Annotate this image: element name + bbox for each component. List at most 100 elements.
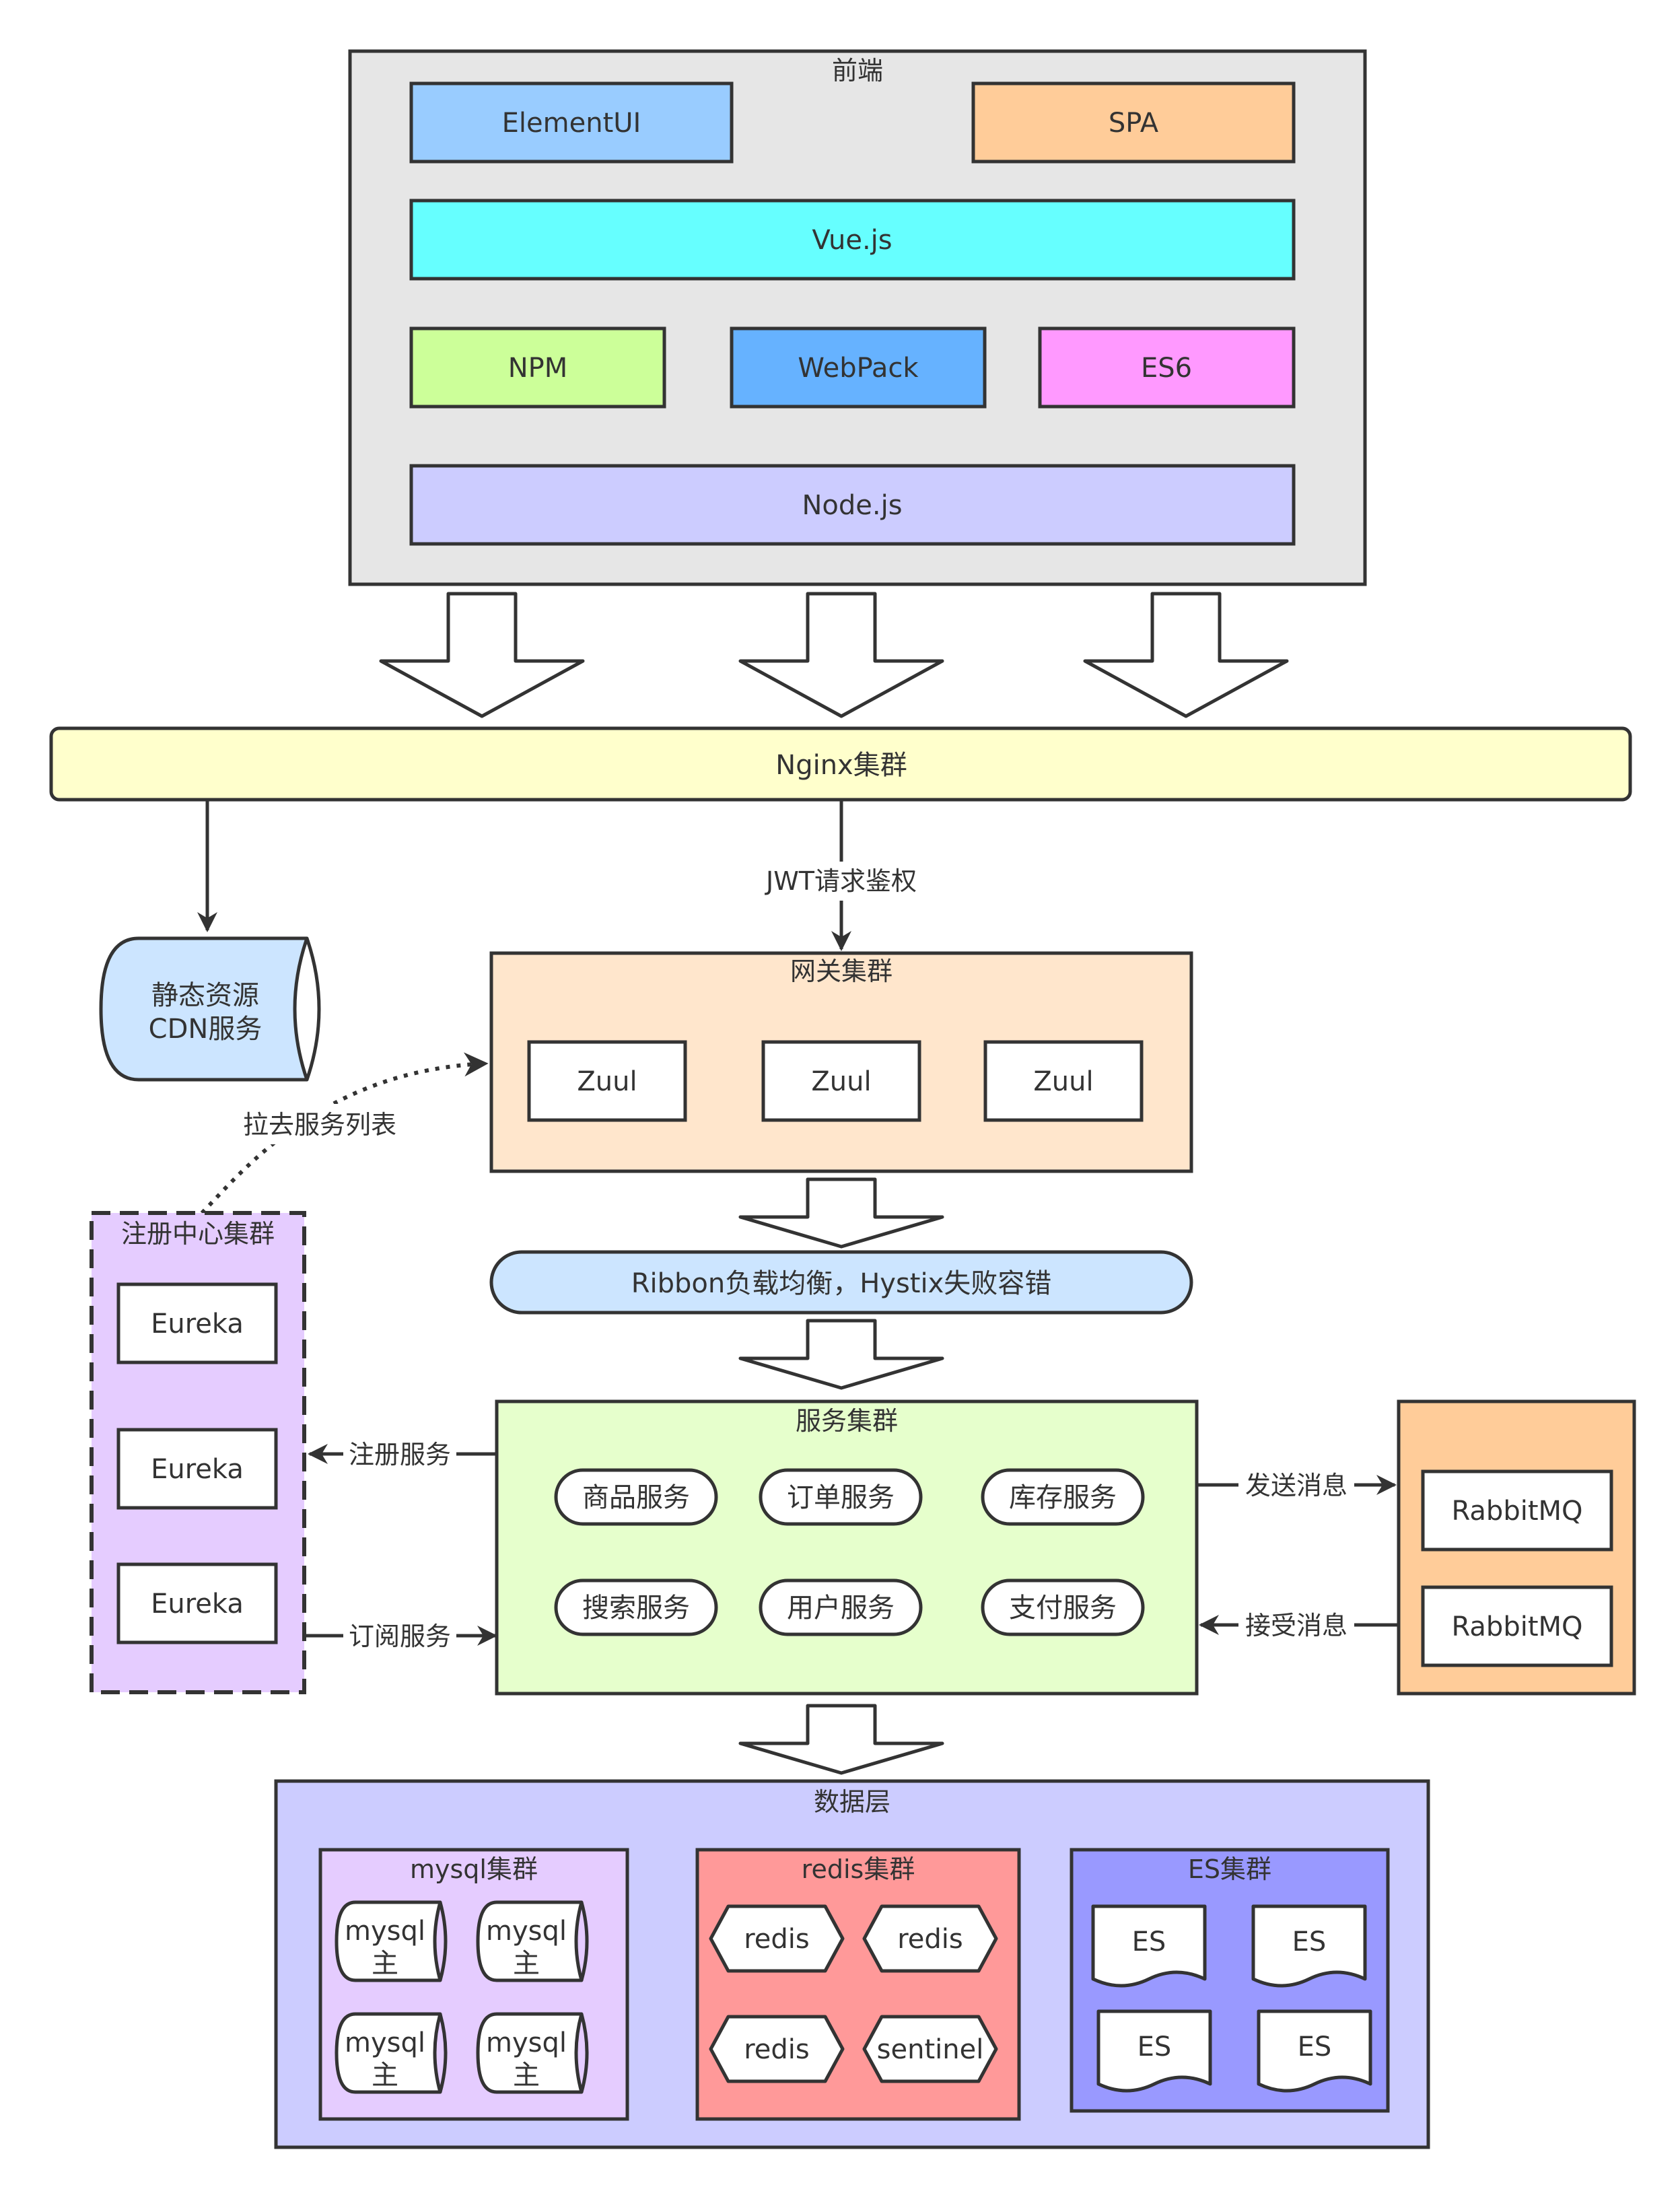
registry-title: 注册中心集群 xyxy=(121,1219,275,1249)
gateway-cluster: 网关集群 Zuul Zuul Zuul xyxy=(489,951,1193,1173)
es-document: ES xyxy=(1096,2009,1212,2093)
redis-label: redis xyxy=(744,2034,810,2065)
service-label: 支付服务 xyxy=(1009,1593,1117,1624)
send-label-bg xyxy=(1238,1466,1354,1504)
redis-node: redis xyxy=(862,1904,998,1973)
vuejs-box: Vue.js xyxy=(409,199,1296,281)
webpack-box: WebPack xyxy=(730,326,987,409)
es-label: ES xyxy=(1138,2031,1172,2062)
rabbitmq-label: RabbitMQ xyxy=(1452,1611,1583,1642)
redis-label: redis xyxy=(897,1924,963,1955)
es-document: ES xyxy=(1257,2009,1372,2093)
mysql-label: mysql xyxy=(486,2027,567,2058)
nodejs-label: Node.js xyxy=(802,490,902,521)
services-title: 服务集群 xyxy=(796,1406,898,1436)
zuul-node: Zuul xyxy=(527,1040,687,1122)
sentinel-label: sentinel xyxy=(877,2034,984,2065)
ribbon-bar: Ribbon负载均衡，Hystix失败容错 xyxy=(489,1250,1193,1315)
es6-label: ES6 xyxy=(1141,353,1192,384)
eureka-label: Eureka xyxy=(151,1309,244,1340)
spa-label: SPA xyxy=(1109,108,1159,139)
service-pill: 库存服务 xyxy=(981,1468,1145,1526)
flow-arrow-ribbon-services xyxy=(738,1319,944,1390)
es-document: ES xyxy=(1251,1904,1367,1988)
eureka-node: Eureka xyxy=(116,1282,278,1364)
rabbitmq-label: RabbitMQ xyxy=(1452,1496,1583,1527)
spa-box: SPA xyxy=(971,81,1296,164)
redis-cluster-title: redis集群 xyxy=(802,1854,915,1884)
data-layer-title: 数据层 xyxy=(814,1787,890,1817)
mysql-node: mysql 主 xyxy=(476,1900,589,1982)
zuul-label: Zuul xyxy=(811,1066,871,1097)
es-document: ES xyxy=(1091,1904,1207,1988)
service-pill: 商品服务 xyxy=(554,1468,718,1526)
service-label: 搜索服务 xyxy=(582,1593,690,1624)
register-label-bg xyxy=(343,1435,456,1473)
service-pill: 用户服务 xyxy=(759,1578,923,1636)
service-label: 商品服务 xyxy=(582,1482,690,1513)
nodejs-box: Node.js xyxy=(409,464,1296,546)
vuejs-label: Vue.js xyxy=(812,225,892,256)
flow-arrow-services-data xyxy=(738,1704,944,1775)
nginx-label: Nginx集群 xyxy=(775,750,907,781)
mysql-label: mysql xyxy=(345,2027,425,2058)
sentinel-node: sentinel xyxy=(862,2015,998,2083)
mysql-node: mysql 主 xyxy=(335,1900,448,1982)
es-cluster-title: ES集群 xyxy=(1188,1854,1271,1884)
mysql-role-label: 主 xyxy=(372,2060,398,2091)
zuul-node: Zuul xyxy=(983,1040,1144,1122)
gateway-title: 网关集群 xyxy=(790,957,893,986)
es-cluster: ES集群 ES ES ES ES xyxy=(1070,1848,1390,2113)
send-message-label: 发送消息 xyxy=(1245,1471,1348,1500)
elementui-box: ElementUI xyxy=(409,81,734,164)
es6-box: ES6 xyxy=(1038,326,1296,409)
flow-arrow-2 xyxy=(738,592,944,718)
pull-services-label: 拉去服务列表 xyxy=(243,1110,396,1140)
service-pill: 搜索服务 xyxy=(554,1578,718,1636)
register-label: 注册服务 xyxy=(349,1440,451,1469)
receive-message-label: 接受消息 xyxy=(1245,1611,1348,1640)
frontend-title: 前端 xyxy=(832,56,883,85)
rabbitmq-node: RabbitMQ xyxy=(1421,1469,1613,1552)
receive-label-bg xyxy=(1238,1606,1354,1644)
eureka-label: Eureka xyxy=(151,1589,244,1620)
mq-cluster: RabbitMQ RabbitMQ xyxy=(1397,1399,1636,1696)
mysql-label: mysql xyxy=(486,1916,567,1947)
zuul-node: Zuul xyxy=(761,1040,921,1122)
service-label: 库存服务 xyxy=(1009,1482,1117,1513)
cdn-storage: 静态资源 CDN服务 xyxy=(99,936,321,1082)
eureka-label: Eureka xyxy=(151,1454,244,1485)
webpack-label: WebPack xyxy=(798,353,919,384)
eureka-node: Eureka xyxy=(116,1562,278,1644)
data-layer: 数据层 mysql集群 mysql 主 mysql 主 mysql 主 xyxy=(274,1779,1430,2149)
npm-label: NPM xyxy=(508,353,568,384)
mysql-label: mysql xyxy=(345,1916,425,1947)
mysql-cluster: mysql集群 mysql 主 mysql 主 mysql 主 xyxy=(318,1848,629,2121)
subscribe-label: 订阅服务 xyxy=(349,1622,451,1651)
mysql-role-label: 主 xyxy=(372,1948,398,1979)
ribbon-label: Ribbon负载均衡，Hystix失败容错 xyxy=(631,1268,1052,1299)
cdn-label-line1: 静态资源 xyxy=(151,980,259,1011)
service-label: 订单服务 xyxy=(787,1482,895,1513)
service-pill: 订单服务 xyxy=(759,1468,923,1526)
cdn-label-line2: CDN服务 xyxy=(149,1014,262,1045)
pull-label-bg xyxy=(229,1104,411,1144)
service-cluster: 服务集群 商品服务 订单服务 库存服务 搜索服务 用户服务 支付服务 xyxy=(495,1399,1199,1696)
zuul-label: Zuul xyxy=(577,1066,637,1097)
jwt-edge-label: JWT请求鉴权 xyxy=(765,866,917,896)
service-pill: 支付服务 xyxy=(981,1578,1145,1636)
mysql-node: mysql 主 xyxy=(476,2012,589,2094)
redis-label: redis xyxy=(744,1924,810,1955)
flow-arrow-1 xyxy=(379,592,585,718)
es-label: ES xyxy=(1132,1926,1166,1957)
redis-cluster: redis集群 redis redis redis sentinel xyxy=(695,1848,1021,2121)
npm-box: NPM xyxy=(409,326,666,409)
service-label: 用户服务 xyxy=(787,1593,895,1624)
registry-cluster: 注册中心集群 Eureka Eureka Eureka xyxy=(90,1211,306,1694)
elementui-label: ElementUI xyxy=(502,108,641,139)
mysql-cluster-title: mysql集群 xyxy=(410,1854,538,1884)
es-label: ES xyxy=(1298,2031,1332,2062)
nginx-cluster-bar: Nginx集群 xyxy=(49,726,1632,802)
zuul-label: Zuul xyxy=(1033,1066,1093,1097)
